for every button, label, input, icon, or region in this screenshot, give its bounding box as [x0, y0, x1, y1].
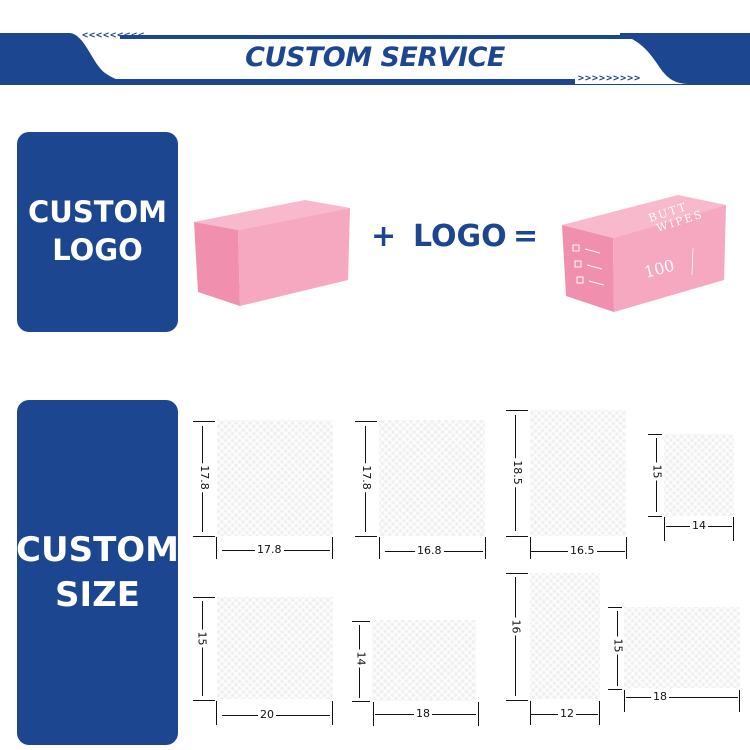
- wipe-7-height: 16: [509, 617, 523, 636]
- right-chevrons-decoration: >>>>>>>>>: [578, 73, 642, 84]
- wipe-6-width: 18: [414, 707, 432, 720]
- wipe-1-width: 17.8: [255, 543, 284, 556]
- logo-word: LOGO: [413, 219, 507, 254]
- custom-size-line2: SIZE: [54, 574, 141, 615]
- custom-size-label: CUSTOM SIZE: [16, 400, 179, 745]
- banner-shape: [0, 33, 750, 85]
- wipe-6-height: 14: [354, 649, 368, 668]
- wipe-8-height: 15: [611, 636, 625, 655]
- wipe-3-width: 16.5: [568, 544, 597, 557]
- wipe-5-height: 15: [195, 629, 209, 648]
- wipe-3-height: 18.5: [510, 458, 524, 487]
- custom-size-line1: CUSTOM: [16, 530, 179, 571]
- custom-logo-line1: CUSTOM: [27, 195, 167, 230]
- wipe-4-height: 15: [650, 462, 664, 481]
- wipe-8-width: 18: [651, 690, 669, 703]
- plain-pink-box-image: [194, 200, 350, 306]
- custom-logo-line2: LOGO: [52, 233, 143, 267]
- wipe-4-width: 14: [690, 519, 708, 532]
- header-banner: <<<<<<<<< >>>>>>>>>: [0, 30, 750, 85]
- page-title: CUSTOM SERVICE: [245, 42, 505, 73]
- equals-sign: =: [513, 219, 539, 254]
- custom-logo-label: CUSTOM LOGO: [17, 132, 178, 332]
- wipe-5-width: 20: [258, 708, 276, 721]
- branded-pink-box-image: BUTT WIPES 100: [562, 195, 726, 312]
- plus-sign: +: [371, 219, 397, 254]
- wipe-2-height: 17.8: [359, 463, 373, 492]
- wipe-7-width: 12: [558, 707, 576, 720]
- wipe-2-width: 16.8: [415, 544, 444, 557]
- left-chevrons-decoration: <<<<<<<<<: [82, 30, 146, 41]
- wipe-1-height: 17.8: [197, 463, 211, 492]
